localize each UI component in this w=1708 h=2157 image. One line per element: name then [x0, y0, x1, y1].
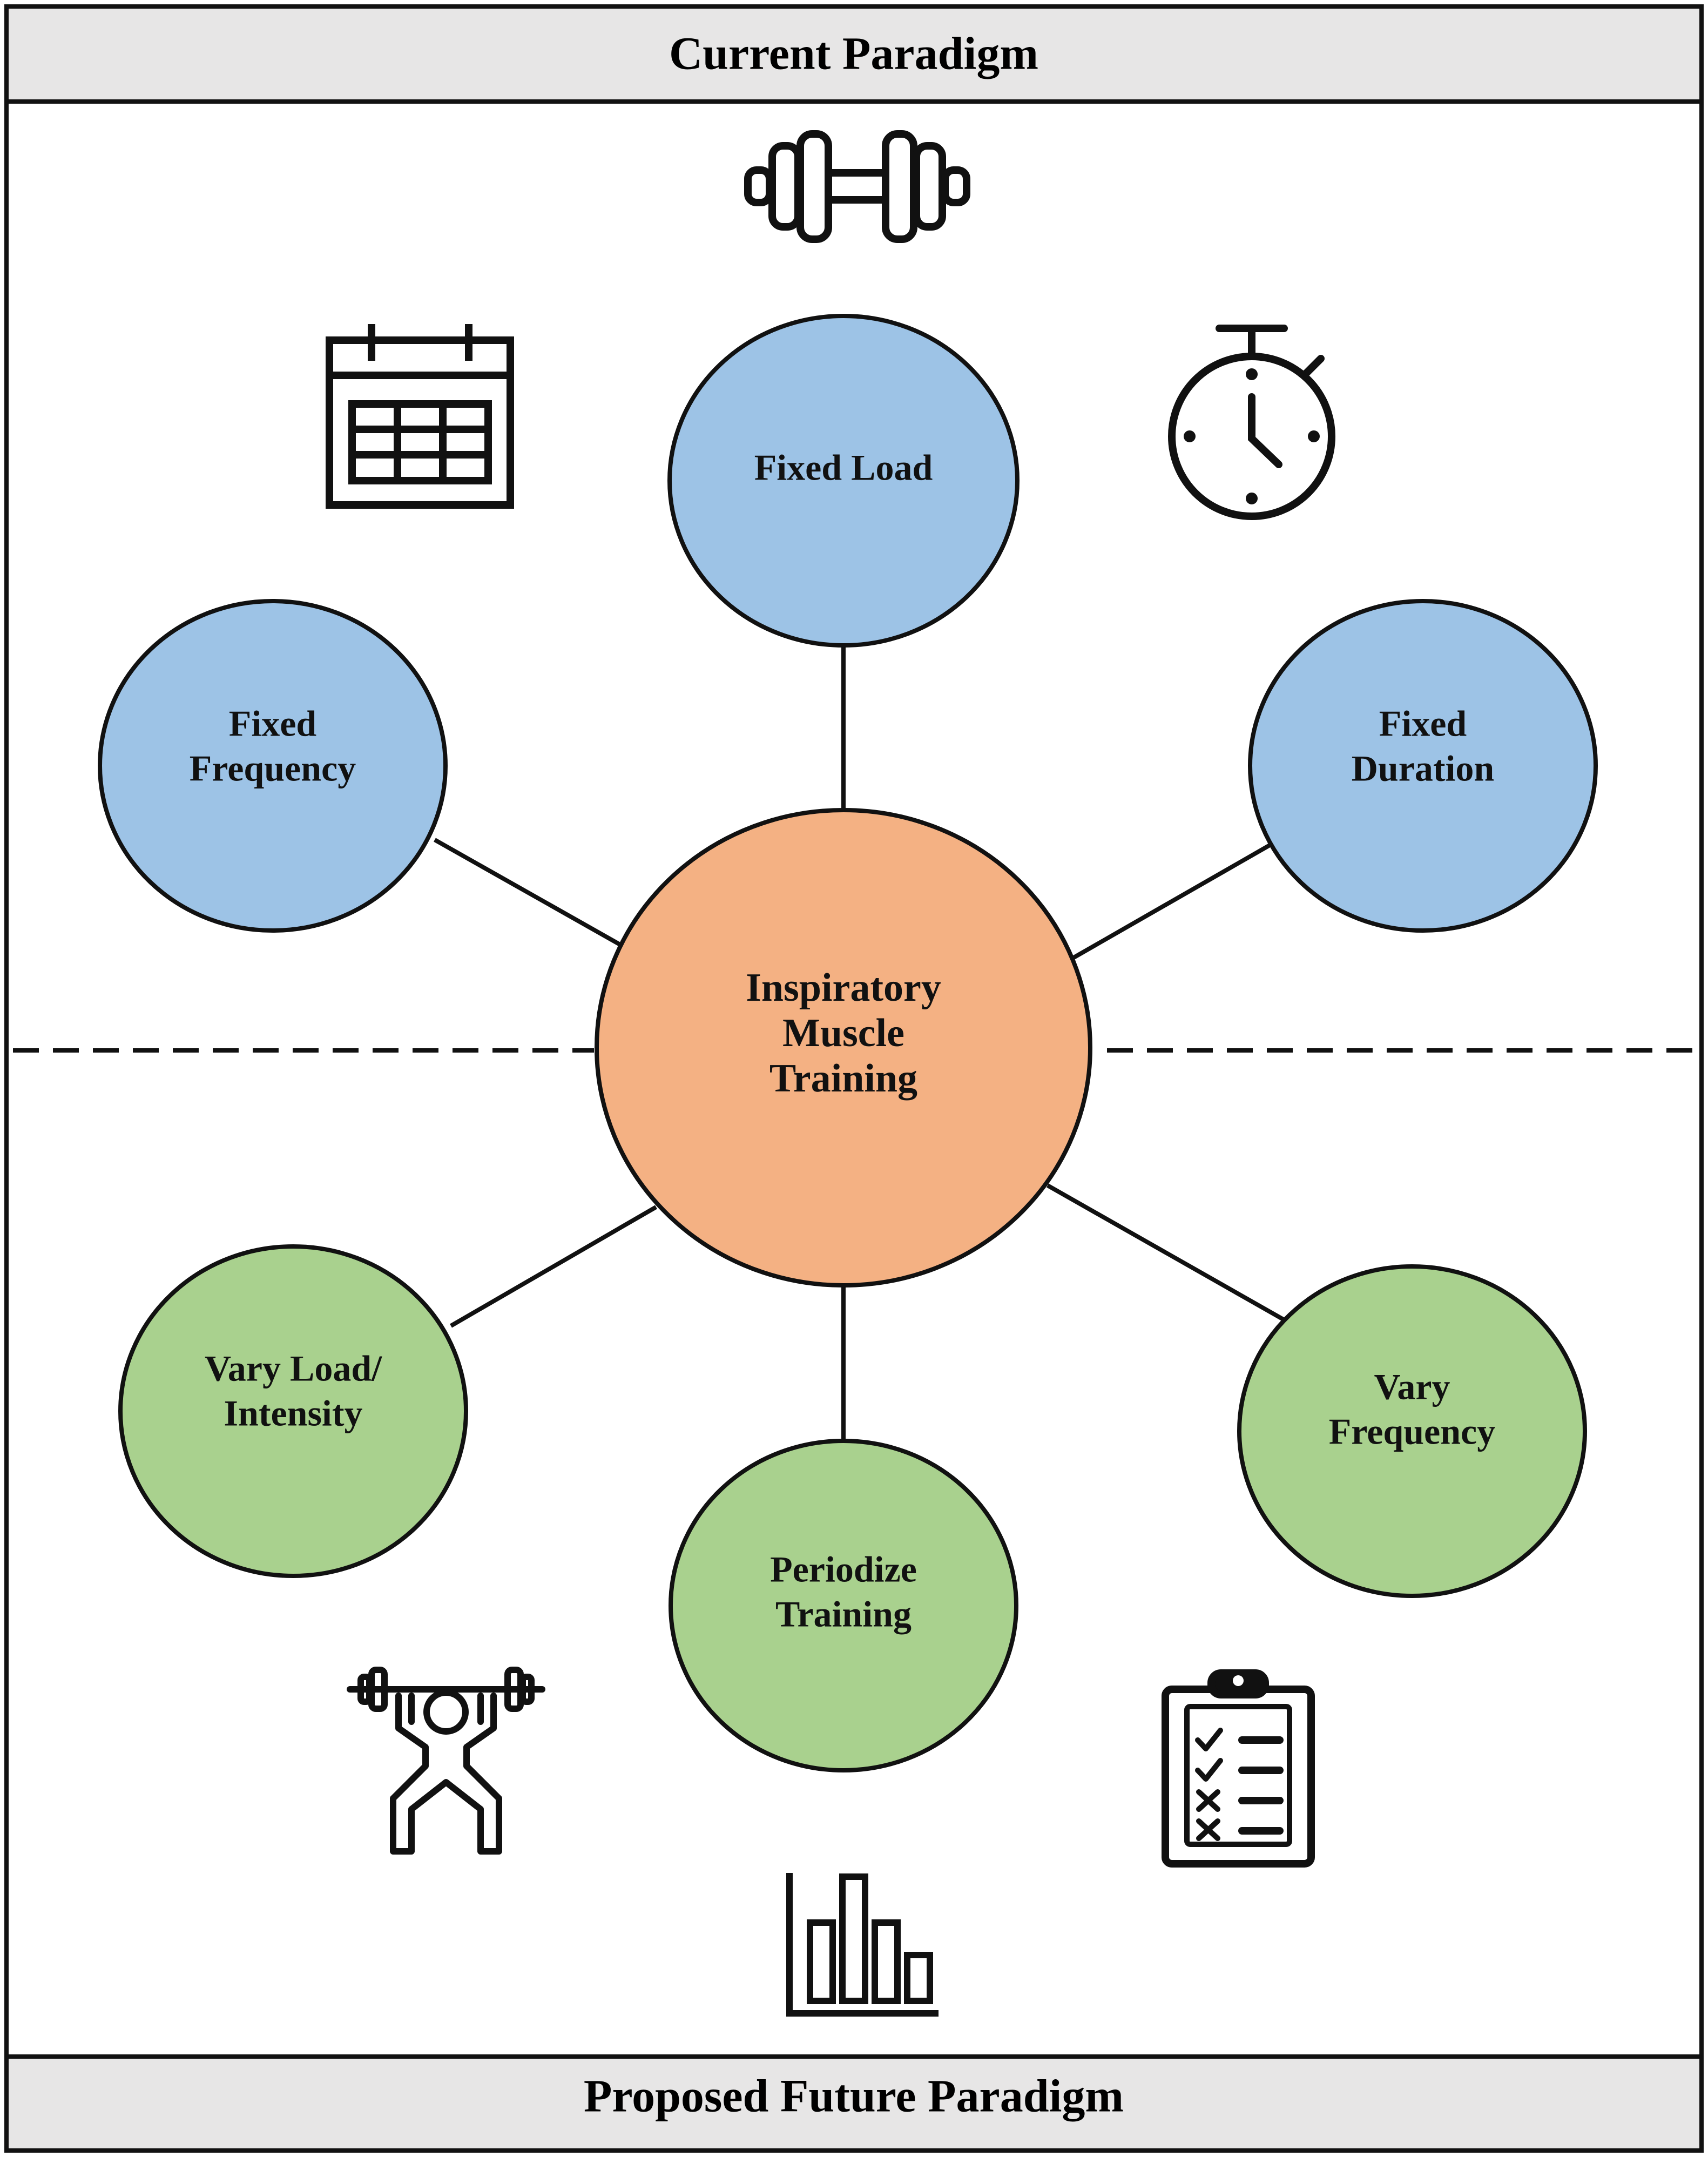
connector-fixed-frequency	[434, 838, 622, 947]
node-center: Inspiratory Muscle Training	[595, 808, 1092, 1288]
calendar-icon	[326, 324, 514, 509]
node-periodize-training: Periodize Training	[669, 1439, 1018, 1772]
node-vary-frequency-label-2: Frequency	[1329, 1411, 1496, 1452]
top-banner-title: Current Paradigm	[669, 28, 1038, 79]
node-center-label-2: Muscle	[782, 1011, 904, 1055]
node-vary-load-intensity-label-2: Intensity	[224, 1393, 363, 1434]
node-center-circle	[595, 808, 1092, 1288]
node-vary-frequency-label-1: Vary	[1374, 1366, 1450, 1407]
node-center-label-1: Inspiratory	[746, 966, 941, 1010]
connectors	[434, 645, 1286, 1439]
node-fixed-duration-label-1: Fixed	[1379, 703, 1467, 744]
bar-chart-icon	[786, 1873, 939, 2017]
bottom-banner-title: Proposed Future Paradigm	[584, 2070, 1124, 2122]
node-periodize-training-circle	[669, 1439, 1018, 1772]
top-banner	[4, 4, 1704, 104]
stopwatch-icon	[1168, 325, 1335, 520]
node-center-label-3: Training	[769, 1056, 917, 1101]
checklist-clipboard-icon	[1162, 1669, 1315, 1868]
node-fixed-frequency: Fixed Frequency	[98, 599, 448, 933]
node-fixed-load-label: Fixed Load	[754, 447, 933, 488]
node-fixed-frequency-circle	[98, 599, 448, 933]
node-fixed-duration-circle	[1248, 599, 1598, 933]
node-vary-load-intensity-label-1: Vary Load/	[205, 1348, 382, 1389]
connector-fixed-duration	[1071, 840, 1275, 961]
node-periodize-training-label-1: Periodize	[770, 1549, 917, 1590]
bottom-banner	[4, 2054, 1704, 2153]
node-vary-load-intensity: Vary Load/ Intensity	[118, 1244, 468, 1578]
node-vary-load-intensity-circle	[118, 1244, 468, 1578]
node-fixed-load-circle	[667, 314, 1020, 648]
connector-vary-load	[449, 1205, 658, 1328]
connector-vary-frequency	[1047, 1183, 1286, 1323]
node-vary-frequency-circle	[1237, 1264, 1587, 1598]
dumbbell-icon	[744, 130, 970, 243]
node-fixed-frequency-label-1: Fixed	[229, 703, 317, 744]
node-periodize-training-label-2: Training	[775, 1594, 912, 1635]
node-fixed-load: Fixed Load	[667, 314, 1020, 648]
node-fixed-duration: Fixed Duration	[1248, 599, 1598, 933]
node-fixed-frequency-label-2: Frequency	[190, 748, 356, 789]
node-vary-frequency: Vary Frequency	[1237, 1264, 1587, 1598]
node-fixed-duration-label-2: Duration	[1352, 748, 1494, 789]
weightlifter-icon	[347, 1667, 545, 1855]
